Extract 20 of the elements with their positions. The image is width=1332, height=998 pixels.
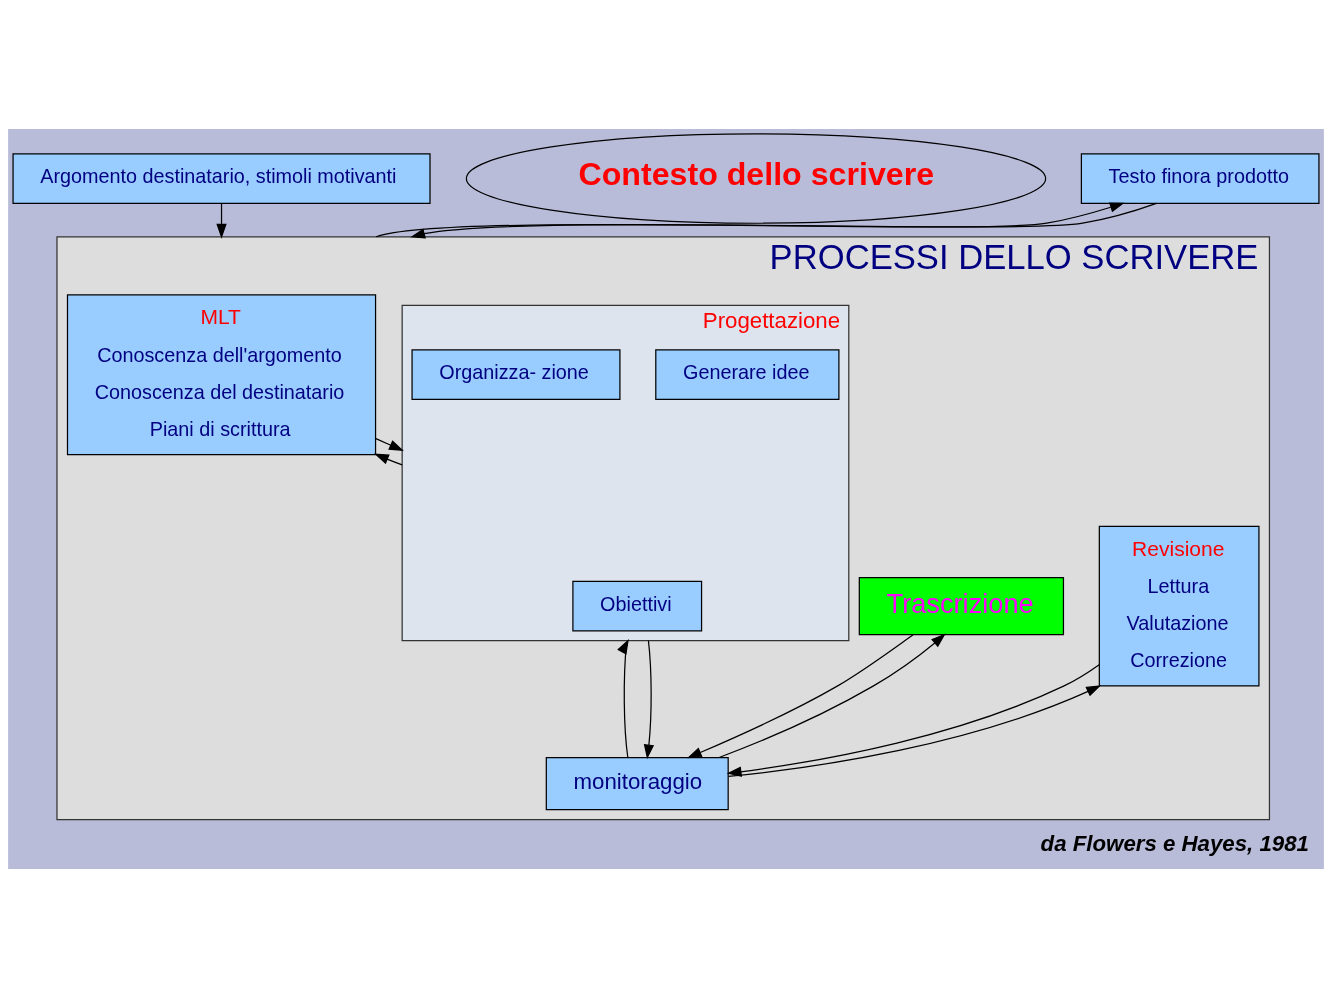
node-box: Trascrizione [858,577,1065,636]
arrow [216,202,227,239]
node-box: Generare idee [655,349,840,401]
arrow [617,639,629,759]
node-box: Argomento destinatario, stimoli motivanti [12,153,431,204]
caption: da Flowers e Hayes, 1981 [1040,830,1309,856]
arrow [727,685,1102,777]
node-box: monitoraggio [545,757,729,811]
arrow [375,438,404,451]
node-box: MLT Conoscenza dell'argomento Conoscenza del destinatario Piani di scrittura [66,294,377,456]
node-box: Revisione Lettura Valutazione Correzione [1098,525,1260,687]
node-ellipse: Contesto dello scrivere [465,133,1047,224]
arrow [718,633,946,759]
node-box: Testo finora prodotto [1080,153,1320,204]
arrow [643,640,655,760]
arrow [374,453,403,466]
arrow [686,634,914,759]
node-box: Obiettivi [572,580,703,632]
node-box: Organizza- zione [411,349,621,401]
arrow [726,664,1100,777]
